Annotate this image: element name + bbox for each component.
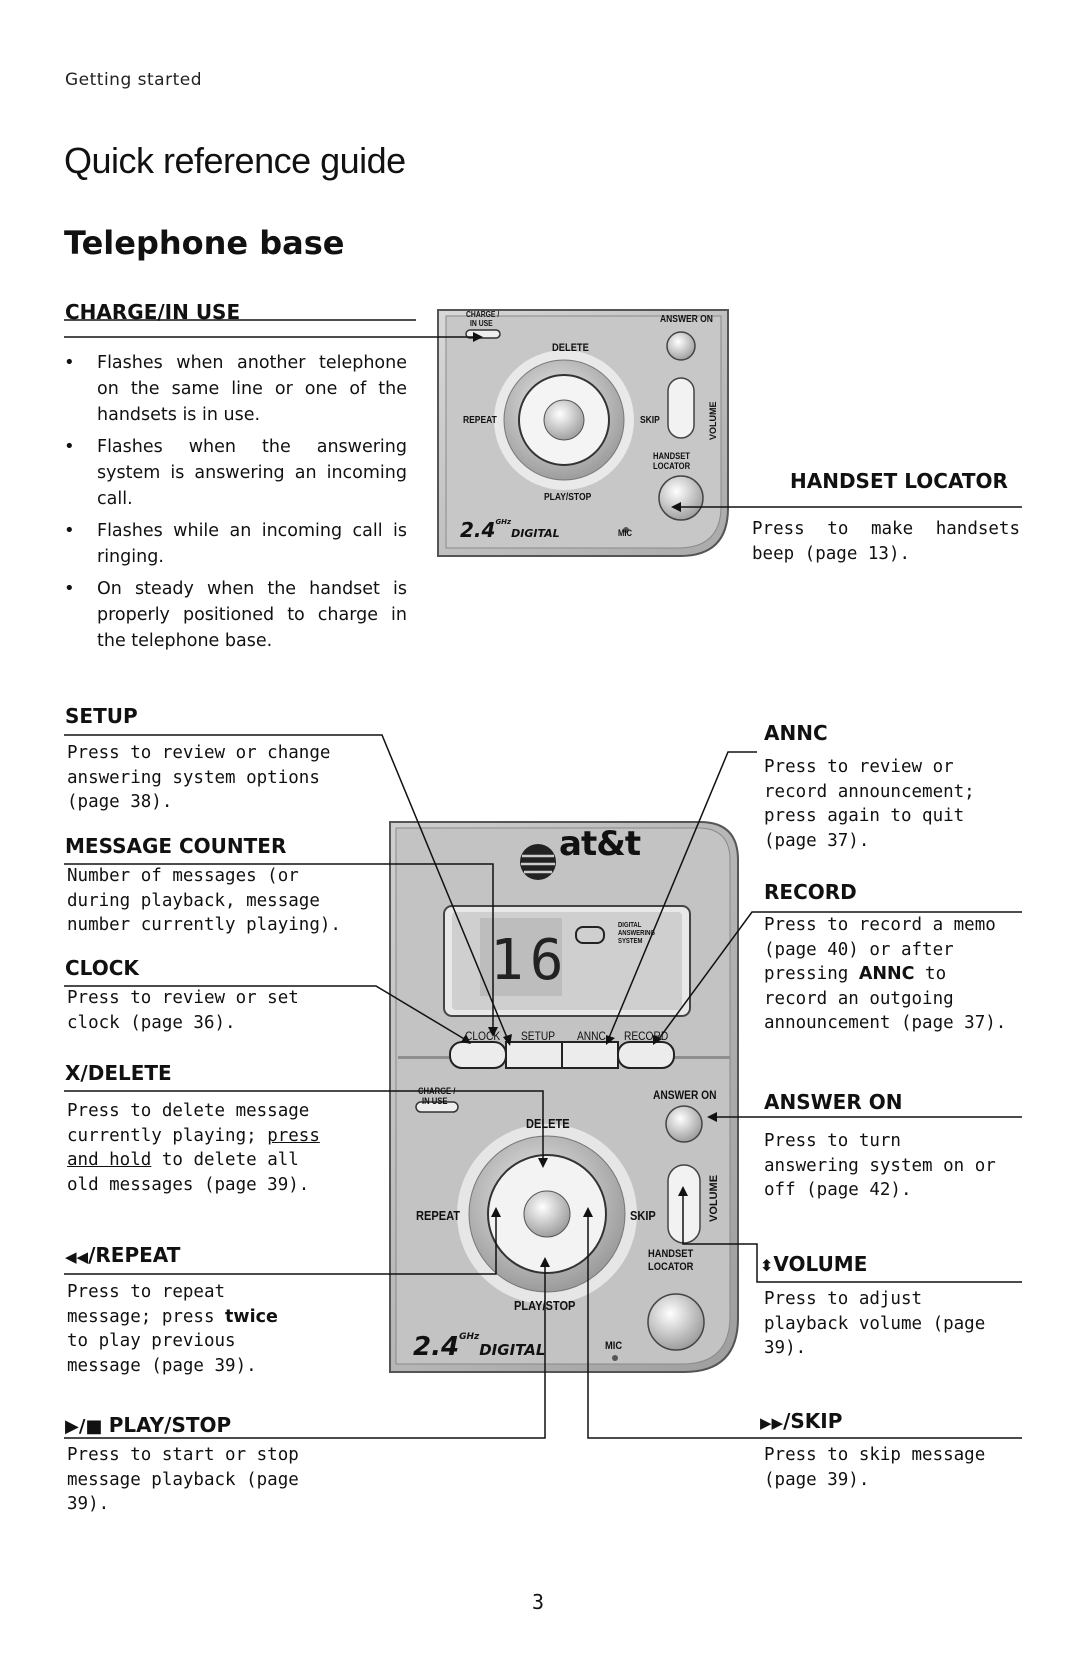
logo-number: 2.4 [460,518,496,542]
repeat-heading-text: /REPEAT [88,1243,181,1267]
das-label-2: ANSWERING [618,930,656,937]
handset-locator-text: Press to make handsets beep (page 13). [752,519,1020,564]
logo-word-b: DIGITAL [479,1341,546,1359]
das-label-3: SYSTEM [618,938,643,945]
skip-label-b: SKIP [630,1208,656,1223]
message-counter-text: Number of messages (or during playback, … [67,866,341,935]
base-top-illustration [437,309,729,557]
skip-heading: ▶▶/SKIP [760,1409,842,1433]
annc-button-label: ANNC. [577,1029,609,1043]
handset-label-b: HANDSET [648,1248,694,1260]
annc-text: Press to review or record announcement; … [764,757,975,851]
repeat-label-b: REPEAT [416,1208,461,1223]
volume-text: Press to adjust playback volume (page 39… [764,1289,986,1358]
record-text: Press to record a memo (page 40) or afte… [764,913,1014,1036]
play-stop-heading: ▶/■ PLAY/STOP [65,1413,231,1437]
logo-ghz-b: GHz [459,1332,480,1342]
record-text-a: Press to record a memo (page 40) or afte… [764,915,996,984]
function-buttons [449,1041,675,1069]
clock-text: Press to review or set clock (page 36). [67,988,299,1033]
annc-heading: ANNC [764,721,828,745]
setup-text: Press to review or change answering syst… [67,743,331,812]
repeat-text-bold: twice [225,1306,278,1327]
charge-bullet: Flashes when another telephone on the sa… [64,350,407,428]
voicemail-icon [575,926,605,944]
page-title: Quick reference guide [64,140,406,181]
message-counter-heading: MESSAGE COUNTER [65,834,287,858]
mic-label: MIC [618,528,633,538]
charge-bullet: On steady when the handset is properly p… [64,576,407,654]
delete-text-b: to delete all old messages (page 39). [67,1150,310,1195]
record-text-b: to record an outgoing announcement (page… [764,964,1007,1033]
das-label-1: DIGITAL [618,922,642,929]
charge-bullets: Flashes when another telephone on the sa… [64,350,407,660]
fast-forward-icon: ▶▶ [760,1414,784,1432]
logo-ghz: GHz [495,518,512,526]
volume-heading: ⬍VOLUME [760,1252,867,1276]
answer-on-text: Press to turn answering system on or off… [764,1131,996,1200]
repeat-heading: ◀◀/REPEAT [65,1243,180,1267]
charge-label-2: IN USE [470,319,493,328]
play-stop-label: PLAY/STOP [544,492,592,503]
repeat-label: REPEAT [463,415,497,426]
charge-label-2b: IN USE [422,1096,448,1106]
record-text-bold: ANNC [858,964,915,984]
locator-label-b: LOCATOR [648,1261,694,1273]
message-counter-display: 16 [490,928,570,993]
locator-label: LOCATOR [653,461,691,471]
mic-label-b: MIC [605,1340,623,1352]
logo-number-b: 2.4 [413,1332,460,1362]
record-heading: RECORD [764,880,857,904]
handset-locator-heading: HANDSET LOCATOR [790,469,1008,493]
digital-logo: 2.4GHzDIGITAL [460,518,560,542]
repeat-text-b: to play previous message (page 39). [67,1331,257,1376]
delete-heading: X/DELETE [65,1061,172,1085]
play-stop-heading-text: PLAY/STOP [108,1413,232,1437]
up-down-arrows-icon: ⬍ [760,1256,774,1275]
charge-bullet: Flashes while an incoming call is ringin… [64,518,407,570]
setup-heading: SETUP [65,704,138,728]
repeat-text: Press to repeat message; press twice to … [67,1280,307,1378]
delete-text-a: Press to delete message currently playin… [67,1101,310,1146]
section-label: Getting started [65,70,203,90]
base-main-illustration [389,821,739,1373]
volume-heading-text: VOLUME [773,1252,868,1276]
brand-logo: at&t [559,824,641,864]
delete-text-underline: press and hold [67,1125,320,1171]
logo-word: DIGITAL [511,527,560,540]
delete-label-b: DELETE [526,1116,570,1131]
answer-on-heading: ANSWER ON [764,1090,903,1114]
setup-button-label: SETUP [521,1029,556,1043]
play-stop-text: Press to start or stop message playback … [67,1445,299,1514]
delete-label: DELETE [552,342,589,354]
answer-on-label-b: ANSWER ON [653,1088,717,1102]
skip-heading-text: /SKIP [783,1409,843,1433]
rewind-icon: ◀◀ [65,1248,89,1266]
repeat-text-a: Press to repeat message; press [67,1282,226,1327]
page-subtitle: Telephone base [64,224,345,262]
skip-text: Press to skip message (page 39). [764,1445,986,1490]
play-stop-icon: ▶/■ [65,1416,109,1437]
page-number: 3 [532,1590,545,1614]
charge-bullet: Flashes when the answering system is ans… [64,434,407,512]
clock-heading: CLOCK [65,956,139,980]
delete-text: Press to delete message currently playin… [67,1099,327,1197]
digital-logo-b: 2.4GHzDIGITAL [413,1332,545,1362]
answer-on-label: ANSWER ON [660,314,713,325]
skip-label: SKIP [640,415,660,426]
charge-label-1: CHARGE / [466,310,500,319]
handset-label: HANDSET [653,451,690,461]
